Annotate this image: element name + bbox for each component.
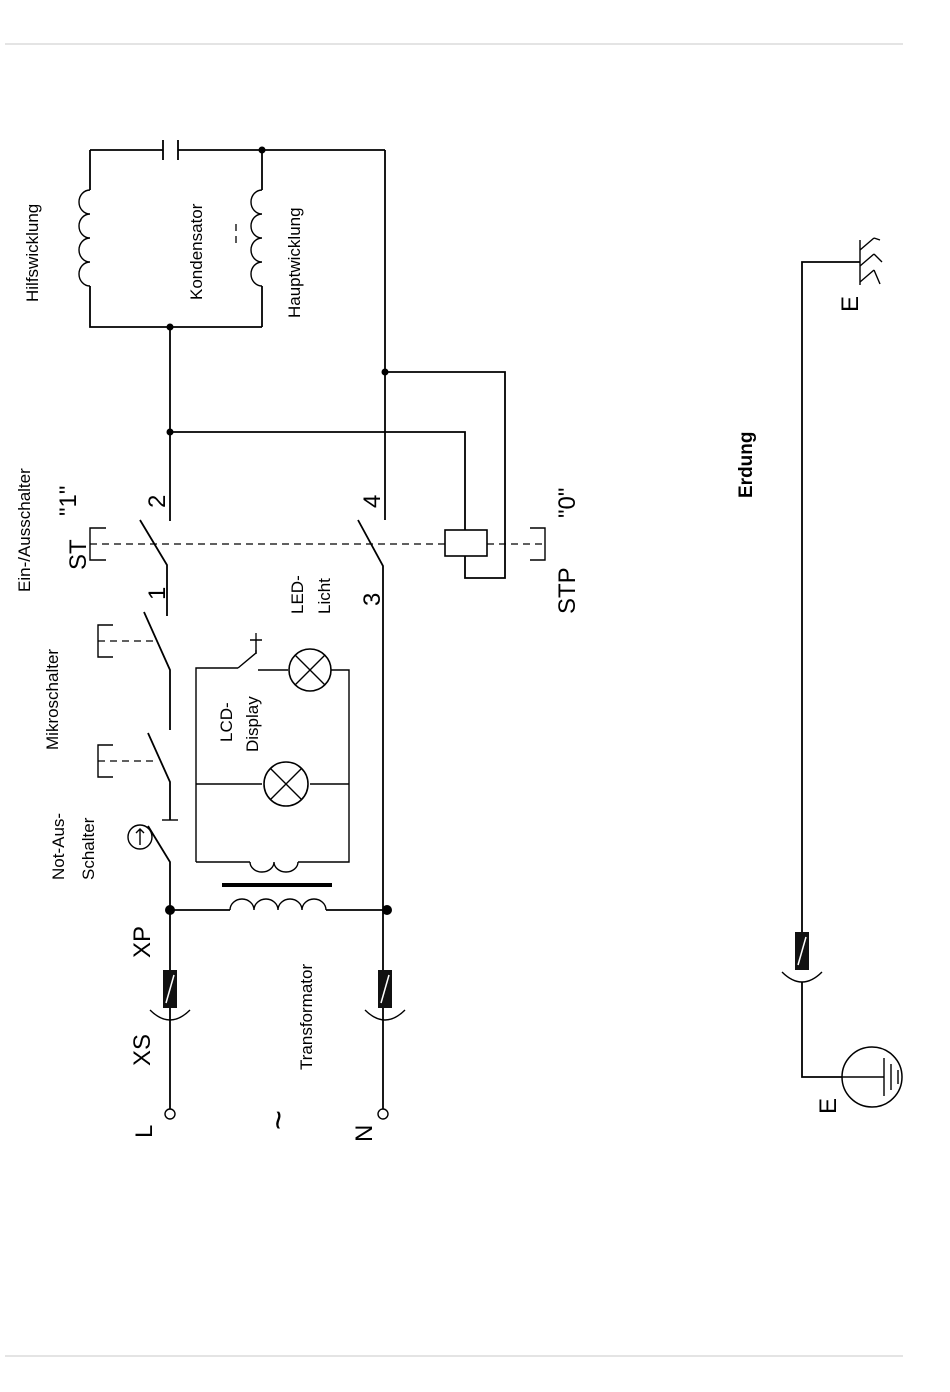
capacitor-symbol <box>163 140 178 160</box>
transformer-secondary-coil <box>250 862 298 872</box>
main-winding-coil <box>251 190 262 286</box>
label-emergency-stop-2: Schalter <box>79 817 98 880</box>
transformer-primary-coil <box>230 899 326 910</box>
label-xs: XS <box>129 1034 156 1066</box>
label-stp: STP <box>554 567 581 614</box>
relay-coil <box>445 530 487 556</box>
plug-n <box>365 970 405 1119</box>
label-contact-4: 4 <box>359 495 386 508</box>
lcd-display-lamp <box>264 762 308 806</box>
label-auxiliary-winding: Hilfswicklung <box>23 204 42 302</box>
label-contact-1: 1 <box>144 587 171 600</box>
label-main-winding: Hauptwicklung <box>285 207 304 318</box>
label-emergency-stop-1: Not-Aus- <box>49 813 68 880</box>
label-capacitor: Kondensator <box>187 203 206 300</box>
label-lcd-1: LCD- <box>217 702 236 742</box>
label-earth-bottom: E <box>815 1098 842 1114</box>
label-earth-top: E <box>837 296 864 312</box>
label-switch-off: "0" <box>554 488 581 518</box>
label-earthing: Erdung <box>736 432 757 499</box>
label-switch-on: "1" <box>55 486 82 516</box>
motor-section <box>79 140 385 331</box>
led-light-lamp <box>238 632 331 691</box>
label-transformer: Transformator <box>297 964 316 1070</box>
neutral-line <box>358 150 505 1110</box>
label-contact-2: 2 <box>144 495 171 508</box>
label-lcd-2: Display <box>243 696 262 752</box>
label-contact-3: 3 <box>359 593 386 606</box>
label-led-2: Licht <box>315 578 334 614</box>
label-ac-symbol: ~ <box>260 1110 298 1130</box>
label-terminal-l: L <box>131 1125 158 1138</box>
label-xp: XP <box>129 926 156 958</box>
label-st: ST <box>65 539 92 570</box>
label-terminal-n: N <box>351 1125 378 1142</box>
label-led-1: LED- <box>288 575 307 614</box>
auxiliary-winding-coil <box>79 190 90 286</box>
label-on-off-switch: Ein-/Ausschalter <box>15 468 34 592</box>
earth-section <box>782 238 902 1107</box>
label-microswitch: Mikroschalter <box>43 649 62 750</box>
